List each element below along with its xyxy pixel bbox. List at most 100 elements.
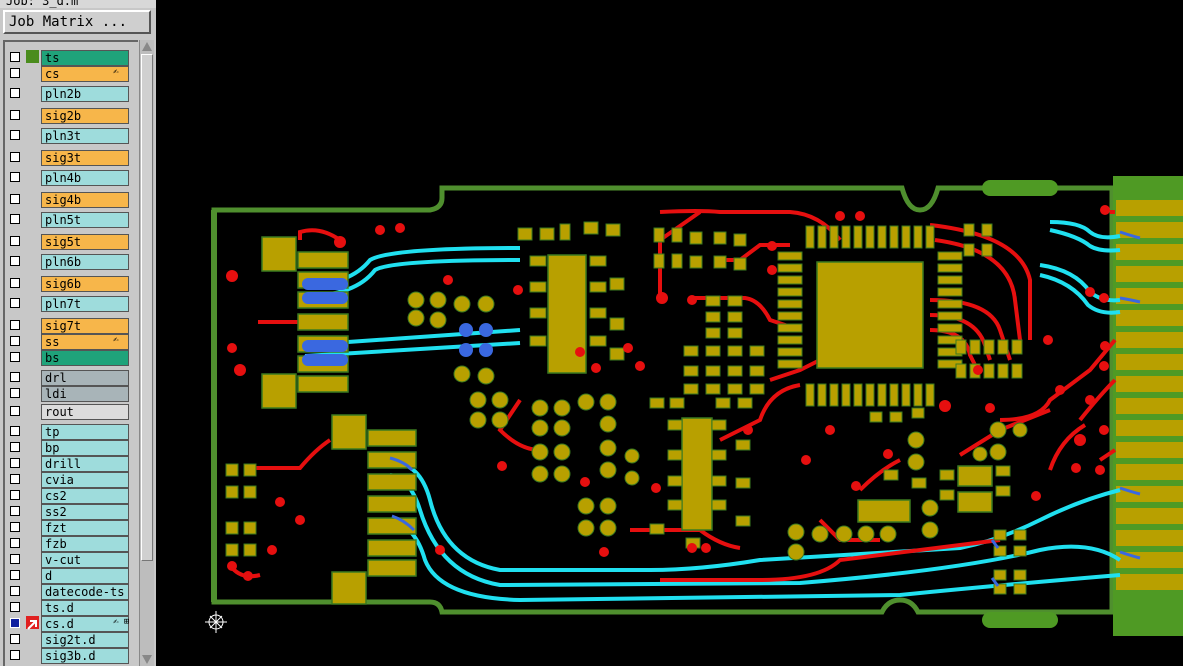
layer-name[interactable]: ss — [41, 334, 129, 350]
layer-name[interactable]: drill — [41, 456, 129, 472]
layer-checkbox[interactable] — [10, 52, 20, 62]
layer-row-sig5t[interactable]: sig5t — [5, 233, 135, 250]
layer-row-pln6b[interactable]: pln6b — [5, 253, 135, 270]
layer-name[interactable]: fzt — [41, 520, 129, 536]
layer-row-pln4b[interactable]: pln4b — [5, 169, 135, 186]
layer-checkbox[interactable] — [10, 426, 20, 436]
layer-row-ss[interactable]: ss✍ — [5, 333, 135, 350]
layer-checkbox[interactable] — [10, 458, 20, 468]
layer-row-drill[interactable]: drill — [5, 455, 135, 472]
layer-checkbox[interactable] — [10, 522, 20, 532]
layer-row-datecode-ts[interactable]: datecode-ts — [5, 583, 135, 600]
layer-checkbox[interactable] — [10, 278, 20, 288]
layer-row-sig3b.d[interactable]: sig3b.d — [5, 647, 135, 664]
layer-row-fzt[interactable]: fzt — [5, 519, 135, 536]
layer-row-sig7t[interactable]: sig7t — [5, 317, 135, 334]
layer-name[interactable]: pln4b — [41, 170, 129, 186]
layer-name[interactable]: ldi — [41, 386, 129, 402]
layer-name[interactable]: tp — [41, 424, 129, 440]
layer-name[interactable]: cs — [41, 66, 129, 82]
layer-name[interactable]: drl — [41, 370, 129, 386]
layer-name[interactable]: fzb — [41, 536, 129, 552]
layer-row-drl[interactable]: drl — [5, 369, 135, 386]
layer-checkbox[interactable] — [10, 618, 20, 628]
layer-name[interactable]: pln3t — [41, 128, 129, 144]
layer-checkbox[interactable] — [10, 236, 20, 246]
layer-row-pln7t[interactable]: pln7t — [5, 295, 135, 312]
scroll-up-arrow-icon[interactable] — [142, 42, 152, 51]
layer-checkbox[interactable] — [10, 602, 20, 612]
layer-checkbox[interactable] — [10, 506, 20, 516]
layer-checkbox[interactable] — [10, 320, 20, 330]
layer-name[interactable]: ts — [41, 50, 129, 66]
layer-checkbox[interactable] — [10, 194, 20, 204]
layer-name[interactable]: ss2 — [41, 504, 129, 520]
layer-row-fzb[interactable]: fzb — [5, 535, 135, 552]
layer-checkbox[interactable] — [10, 214, 20, 224]
job-matrix-button[interactable]: Job Matrix ... — [3, 10, 151, 34]
layer-checkbox[interactable] — [10, 554, 20, 564]
layer-row-cs[interactable]: cs✍ — [5, 65, 135, 82]
layer-checkbox[interactable] — [10, 406, 20, 416]
layer-checkbox[interactable] — [10, 634, 20, 644]
layer-list-scrollbar[interactable] — [139, 40, 154, 666]
pcb-canvas[interactable] — [156, 0, 1183, 666]
layer-checkbox[interactable] — [10, 586, 20, 596]
layer-row-rout[interactable]: rout — [5, 403, 135, 420]
layer-row-ts[interactable]: ts — [5, 49, 135, 66]
layer-checkbox[interactable] — [10, 490, 20, 500]
layer-name[interactable]: sig5t — [41, 234, 129, 250]
layer-checkbox[interactable] — [10, 172, 20, 182]
layer-checkbox[interactable] — [10, 474, 20, 484]
layer-row-v-cut[interactable]: v-cut — [5, 551, 135, 568]
layer-name[interactable]: sig3t — [41, 150, 129, 166]
layer-row-sig6b[interactable]: sig6b — [5, 275, 135, 292]
layer-row-pln5t[interactable]: pln5t — [5, 211, 135, 228]
layer-checkbox[interactable] — [10, 298, 20, 308]
layer-row-ldi[interactable]: ldi — [5, 385, 135, 402]
layer-row-pln2b[interactable]: pln2b — [5, 85, 135, 102]
layer-checkbox[interactable] — [10, 352, 20, 362]
layer-name[interactable]: rout — [41, 404, 129, 420]
layer-name[interactable]: sig4b — [41, 192, 129, 208]
scroll-thumb[interactable] — [141, 54, 153, 561]
layer-checkbox[interactable] — [10, 110, 20, 120]
layer-checkbox[interactable] — [10, 570, 20, 580]
layer-row-ts.d[interactable]: ts.d — [5, 599, 135, 616]
layer-name[interactable]: pln7t — [41, 296, 129, 312]
layer-checkbox[interactable] — [10, 372, 20, 382]
layer-name[interactable]: sig3b.d — [41, 648, 129, 664]
layer-color-swatch[interactable] — [26, 50, 39, 63]
layer-name[interactable]: cs.d — [41, 616, 129, 632]
layer-name[interactable]: pln2b — [41, 86, 129, 102]
layer-name[interactable]: bs — [41, 350, 129, 366]
layer-checkbox[interactable] — [10, 336, 20, 346]
layer-name[interactable]: bp — [41, 440, 129, 456]
layer-checkbox[interactable] — [10, 152, 20, 162]
layer-checkbox[interactable] — [10, 538, 20, 548]
layer-row-ss2[interactable]: ss2 — [5, 503, 135, 520]
layer-checkbox[interactable] — [10, 442, 20, 452]
layer-name[interactable]: datecode-ts — [41, 584, 129, 600]
layer-row-sig2t.d[interactable]: sig2t.d — [5, 631, 135, 648]
layer-row-sig3t[interactable]: sig3t — [5, 149, 135, 166]
layer-checkbox[interactable] — [10, 650, 20, 660]
layer-name[interactable]: v-cut — [41, 552, 129, 568]
scroll-down-arrow-icon[interactable] — [142, 655, 152, 664]
layer-checkbox[interactable] — [10, 130, 20, 140]
layer-row-tp[interactable]: tp — [5, 423, 135, 440]
layer-name[interactable]: pln5t — [41, 212, 129, 228]
layer-row-bs[interactable]: bs — [5, 349, 135, 366]
layer-checkbox[interactable] — [10, 388, 20, 398]
layer-name[interactable]: ts.d — [41, 600, 129, 616]
layer-row-sig2b[interactable]: sig2b — [5, 107, 135, 124]
layer-checkbox[interactable] — [10, 256, 20, 266]
layer-name[interactable]: sig7t — [41, 318, 129, 334]
layer-name[interactable]: sig2b — [41, 108, 129, 124]
layer-checkbox[interactable] — [10, 88, 20, 98]
layer-name[interactable]: sig2t.d — [41, 632, 129, 648]
layer-name[interactable]: cs2 — [41, 488, 129, 504]
layer-row-sig4b[interactable]: sig4b — [5, 191, 135, 208]
layer-name[interactable]: cvia — [41, 472, 129, 488]
layer-row-cs.d[interactable]: cs.d✍ ⊞ — [5, 615, 135, 632]
